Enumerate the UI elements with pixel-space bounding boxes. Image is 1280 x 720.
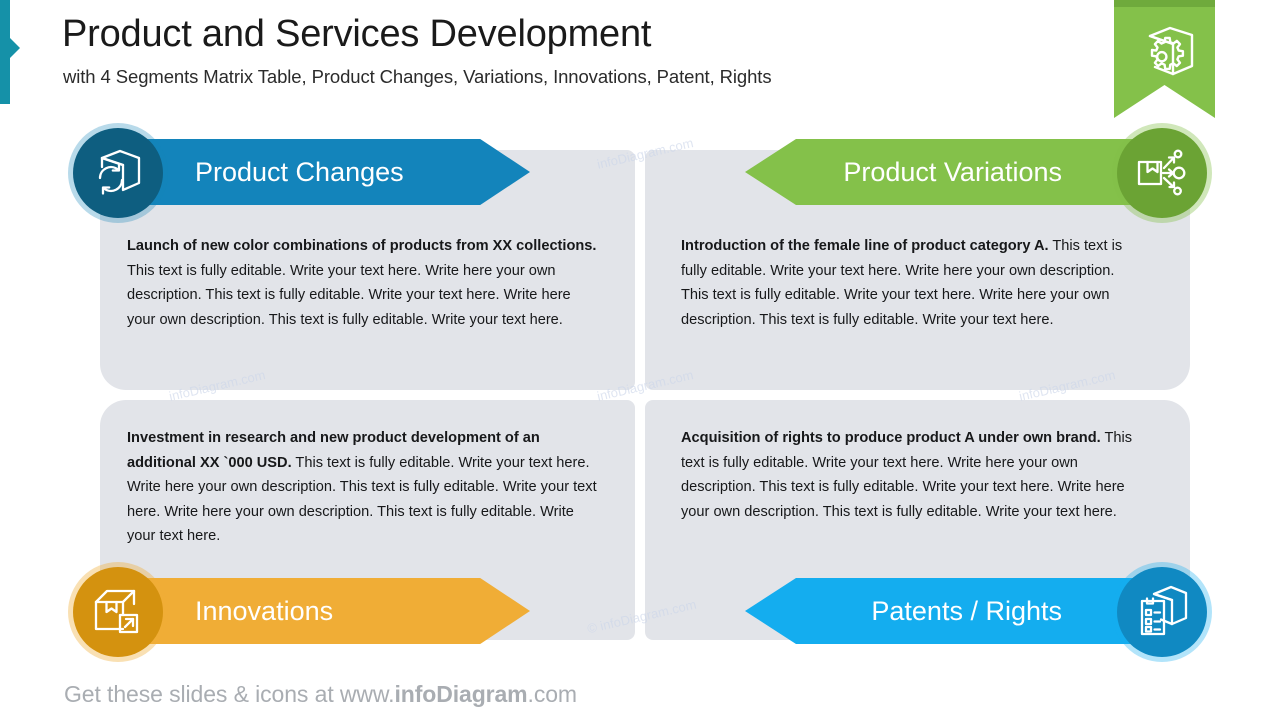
banner-shape <box>745 578 1170 644</box>
box-branching-arrows-icon <box>1137 149 1186 196</box>
footer-suffix: .com <box>527 681 578 707</box>
banner-label-innovations: Innovations <box>195 596 334 626</box>
body-text-patents-rights: Acquisition of rights to produce product… <box>681 426 1143 524</box>
ribbon-cap <box>1114 0 1215 7</box>
footer-prefix: Get these slides & icons at www. <box>64 681 395 707</box>
document-box-icon <box>1140 585 1188 636</box>
banner-patents-rights[interactable]: Patents / Rights <box>745 578 1170 644</box>
body-lead-patents-rights: Acquisition of rights to produce product… <box>681 430 1101 446</box>
box-gear-icon <box>1148 26 1194 76</box>
icon-circle-innovations[interactable] <box>73 567 163 657</box>
body-rest-innovations: This text is fully editable. Write your … <box>127 454 597 545</box>
banner-innovations[interactable]: Innovations <box>115 578 530 644</box>
footer-brand: infoDiagram <box>394 681 528 707</box>
banner-shape <box>115 139 530 205</box>
banner-label-product-variations: Product Variations <box>843 157 1062 187</box>
page-subtitle: with 4 Segments Matrix Table, Product Ch… <box>63 66 772 87</box>
body-rest-product-changes: This text is fully editable. Write your … <box>127 262 571 328</box>
body-lead-product-changes: Launch of new color combinations of prod… <box>127 238 597 254</box>
banner-label-product-changes: Product Changes <box>195 157 404 187</box>
body-lead-innovations: Investment in research and new product d… <box>127 430 540 471</box>
footer-link[interactable]: Get these slides & icons at www.infoDiag… <box>64 681 577 708</box>
box-arrow-out-icon <box>94 589 139 634</box>
box-refresh-icon <box>98 149 141 195</box>
banner-label-patents-rights: Patents / Rights <box>871 596 1062 626</box>
accent-bar <box>0 0 10 104</box>
banner-shape <box>115 578 530 644</box>
body-text-product-changes: Launch of new color combinations of prod… <box>127 234 597 332</box>
accent-arrow-icon <box>10 38 20 58</box>
banner-product-changes[interactable]: Product Changes <box>115 139 530 205</box>
page-title: Product and Services Development <box>62 13 652 55</box>
body-text-innovations: Investment in research and new product d… <box>127 426 597 549</box>
body-lead-product-variations: Introduction of the female line of produ… <box>681 238 1049 254</box>
body-rest-patents-rights: This text is fully editable. Write your … <box>681 430 1133 520</box>
corner-ribbon <box>1114 0 1215 118</box>
icon-circle-patents-rights[interactable] <box>1117 567 1207 657</box>
body-rest-product-variations: This text is fully editable. Write your … <box>681 238 1123 328</box>
banner-product-variations[interactable]: Product Variations <box>745 139 1170 205</box>
banner-shape <box>745 139 1170 205</box>
body-text-product-variations: Introduction of the female line of produ… <box>681 234 1141 332</box>
icon-circle-product-changes[interactable] <box>73 128 163 218</box>
